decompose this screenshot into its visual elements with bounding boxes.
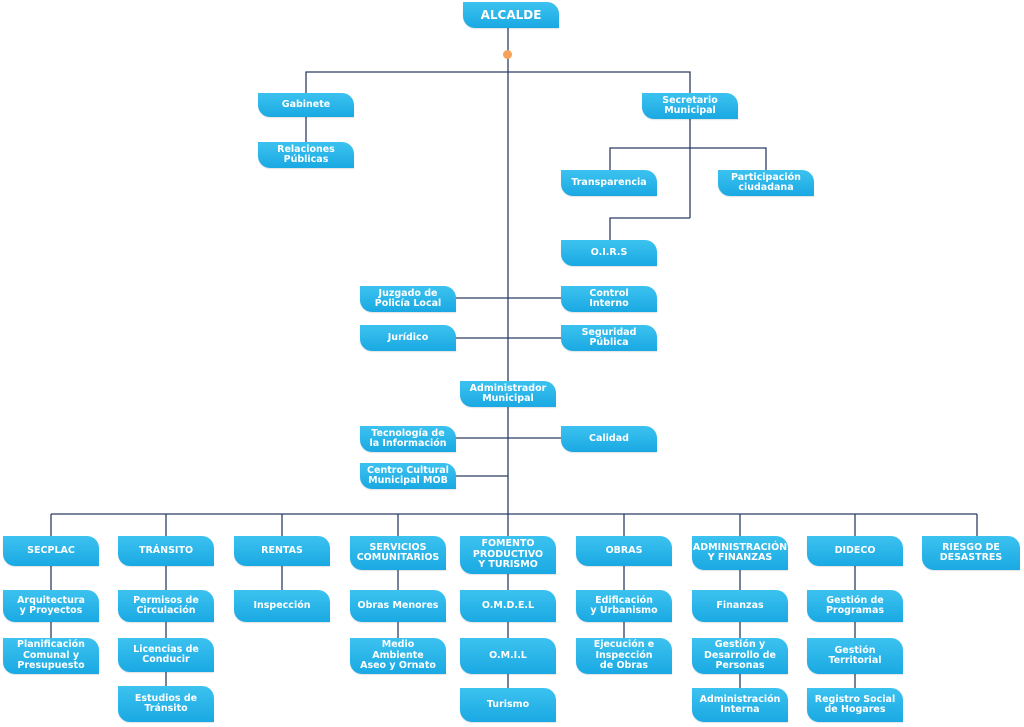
node-alcalde[interactable]: ALCALDE [463,2,559,28]
node-dideco[interactable]: DIDECO [807,536,903,566]
node-omil[interactable]: O.M.I.L [460,638,556,674]
node-transito[interactable]: TRÁNSITO [118,536,214,566]
node-gestion-programas[interactable]: Gestión de Programas [807,590,903,622]
node-gestion-territorial[interactable]: Gestión Territorial [807,638,903,674]
node-secretario-municipal[interactable]: Secretario Municipal [642,93,738,119]
node-fomento-productivo[interactable]: FOMENTO PRODUCTIVO Y TURISMO [460,536,556,574]
node-gabinete[interactable]: Gabinete [258,93,354,117]
node-ejecucion-inspeccion[interactable]: Ejecución e Inspección de Obras [576,638,672,674]
node-licencias-conducir[interactable]: Licencias de Conducir [118,638,214,672]
node-inspeccion[interactable]: Inspección [234,590,330,622]
node-juzgado-policia-local[interactable]: Juzgado de Policía Local [360,286,456,312]
node-seguridad-publica[interactable]: Seguridad Pública [561,325,657,351]
node-permisos-circulacion[interactable]: Permisos de Circulación [118,590,214,622]
connector-dot [503,50,512,59]
node-administracion-finanzas[interactable]: ADMINISTRACIÓN Y FINANZAS [692,536,788,570]
node-arquitectura-proyectos[interactable]: Arquitectura y Proyectos [3,590,99,622]
node-planificacion-comunal[interactable]: Planificación Comunal y Presupuesto [3,638,99,674]
node-omdel[interactable]: O.M.D.E.L [460,590,556,622]
node-obras-menores[interactable]: Obras Menores [350,590,446,622]
node-control-interno[interactable]: Control Interno [561,286,657,312]
node-registro-social[interactable]: Registro Social de Hogares [807,688,903,722]
node-tecnologia-informacion[interactable]: Tecnología de la Información [360,426,456,452]
node-juridico[interactable]: Jurídico [360,325,456,351]
node-calidad[interactable]: Calidad [561,426,657,452]
node-estudios-transito[interactable]: Estudios de Tránsito [118,686,214,722]
node-secplac[interactable]: SECPLAC [3,536,99,566]
node-administracion-interna[interactable]: Administración Interna [692,688,788,722]
node-oirs[interactable]: O.I.R.S [561,240,657,266]
node-rentas[interactable]: RENTAS [234,536,330,566]
node-edificacion-urbanismo[interactable]: Edificación y Urbanismo [576,590,672,622]
node-transparencia[interactable]: Transparencia [561,170,657,196]
node-finanzas[interactable]: Finanzas [692,590,788,622]
node-turismo[interactable]: Turismo [460,688,556,722]
node-obras[interactable]: OBRAS [576,536,672,566]
node-participacion-ciudadana[interactable]: Participación ciudadana [718,170,814,196]
node-administrador-municipal[interactable]: Administrador Municipal [460,381,556,407]
node-medio-ambiente[interactable]: Medio Ambiente Aseo y Ornato [350,638,446,674]
node-gestion-personas[interactable]: Gestión y Desarrollo de Personas [692,638,788,674]
node-servicios-comunitarios[interactable]: SERVICIOS COMUNITARIOS [350,536,446,570]
node-riesgo-desastres[interactable]: RIESGO DE DESASTRES [922,536,1020,570]
node-relaciones-publicas[interactable]: Relaciones Públicas [258,142,354,168]
node-centro-cultural[interactable]: Centro Cultural Municipal MOB [360,463,456,489]
